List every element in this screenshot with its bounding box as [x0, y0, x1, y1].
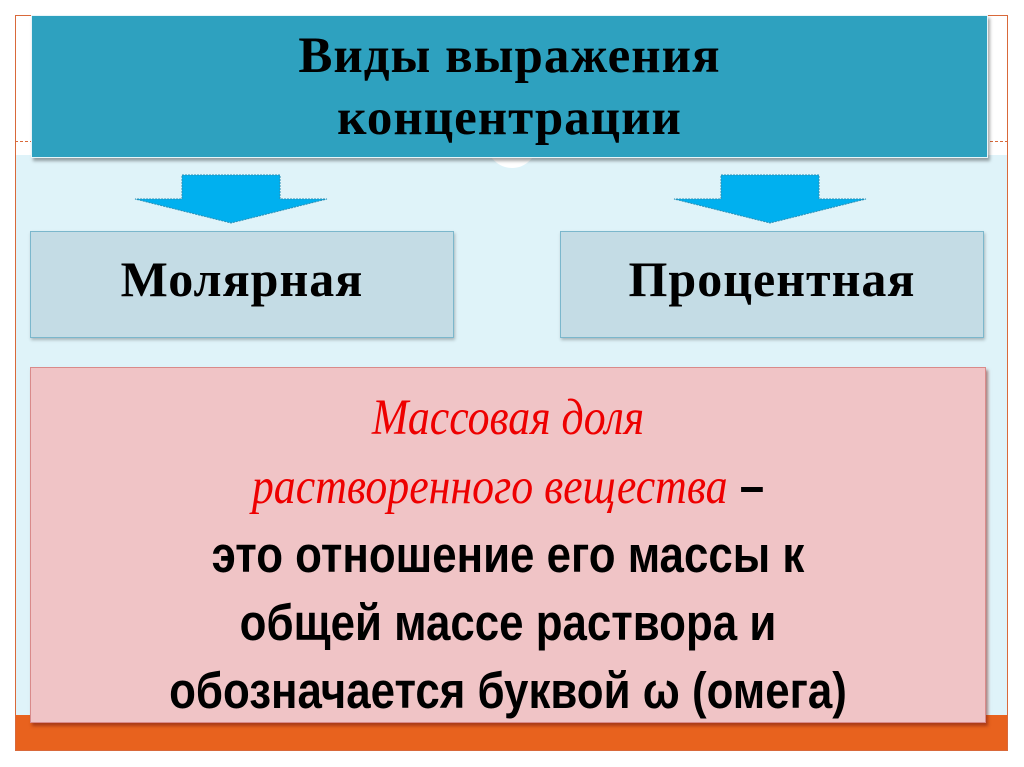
arrow-down-icon — [673, 174, 867, 224]
definition-body-line: общей массе раствора и — [239, 594, 777, 651]
molar-label: Молярная — [120, 251, 364, 307]
definition-dash: – — [727, 457, 765, 514]
definition-term: растворенного вещества — [251, 459, 728, 515]
percent-label: Процентная — [628, 251, 916, 307]
slide-title: Виды выражения концентрации — [298, 27, 721, 146]
definition-box: Массовая доля растворенного вещества – э… — [30, 367, 986, 723]
percent-concentration-box: Процентная — [560, 231, 984, 338]
slide-title-box: Виды выражения концентрации — [31, 15, 988, 158]
definition-term: Массовая доля — [371, 390, 645, 446]
definition-text: Массовая доля растворенного вещества – э… — [98, 384, 918, 725]
arrow-down-icon — [134, 174, 328, 224]
definition-body-line: это отношение его массы к — [211, 526, 805, 583]
molar-concentration-box: Молярная — [30, 231, 454, 338]
definition-body-line: обозначается буквой ω (омега) — [169, 662, 847, 719]
